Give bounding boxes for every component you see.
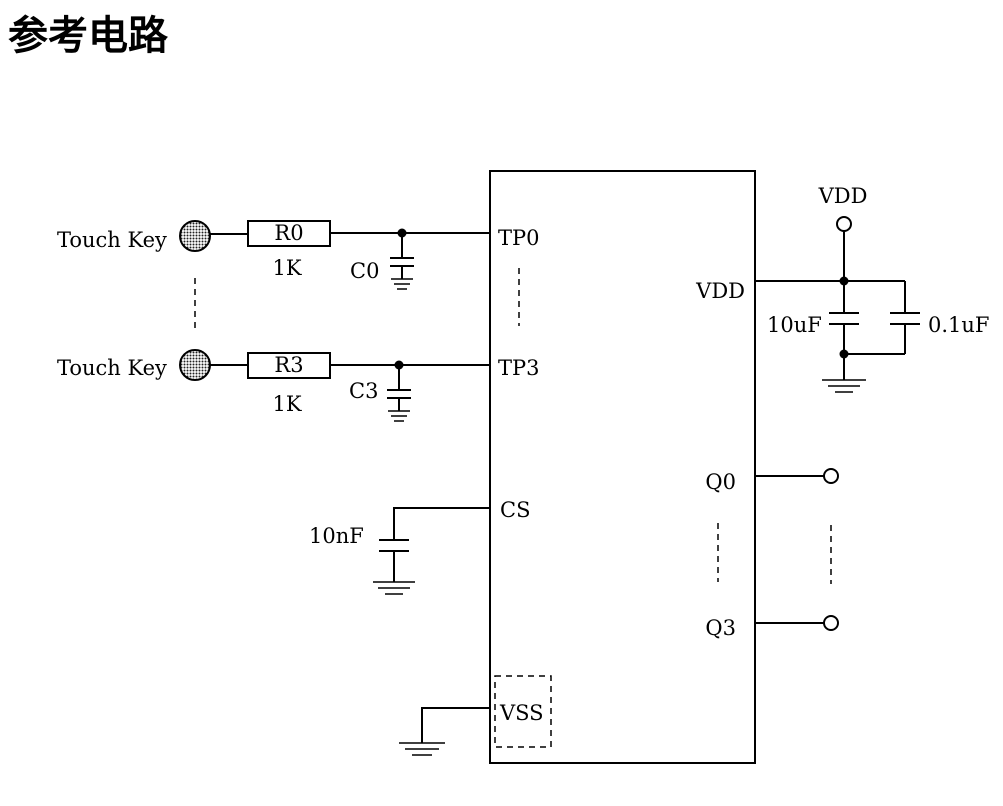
- resistor-value: 1K: [272, 256, 301, 280]
- touch-channel-0: Touch Key R0 1K C0: [57, 220, 490, 290]
- capacitor-label: C3: [349, 379, 378, 403]
- pin-label-tp3: TP3: [498, 356, 540, 380]
- pin-label-q0: Q0: [705, 470, 736, 494]
- capacitor-value: 10nF: [309, 524, 364, 548]
- ic-body: [489, 170, 756, 764]
- output-q3: [755, 615, 839, 631]
- pin-label-vdd: VDD: [695, 279, 745, 303]
- capacitor-label: C0: [350, 259, 379, 283]
- capacitor-value-10uf: 10uF: [767, 313, 822, 337]
- output-terminal: [823, 468, 839, 484]
- touch-key-label: Touch Key: [57, 228, 167, 252]
- pin-label-q3: Q3: [705, 616, 736, 640]
- vdd-supply: VDD 10uF 0.1uF: [755, 184, 990, 393]
- supply-label: VDD: [818, 184, 868, 208]
- pin-label-vss: VSS: [499, 701, 544, 725]
- capacitor-value-01uf: 0.1uF: [928, 313, 990, 337]
- resistor-label: R0: [274, 221, 303, 245]
- vss-pin-dashed-box: [494, 675, 552, 748]
- touch-key-pad-icon: [179, 220, 211, 252]
- vss-ground: [399, 675, 552, 756]
- output-q0: [755, 468, 839, 484]
- touch-key-pad-icon: [179, 349, 211, 381]
- pin-label-cs: CS: [500, 498, 530, 522]
- output-terminal: [823, 615, 839, 631]
- touch-channel-3: Touch Key R3 1K C3: [57, 349, 490, 422]
- pin-label-tp0: TP0: [498, 226, 540, 250]
- page-title: 参考电路: [8, 13, 168, 59]
- cs-capacitor: 10nF: [309, 507, 490, 595]
- resistor-label: R3: [274, 353, 303, 377]
- touch-key-label: Touch Key: [57, 356, 167, 380]
- resistor-value: 1K: [272, 392, 301, 416]
- supply-terminal: [836, 216, 852, 232]
